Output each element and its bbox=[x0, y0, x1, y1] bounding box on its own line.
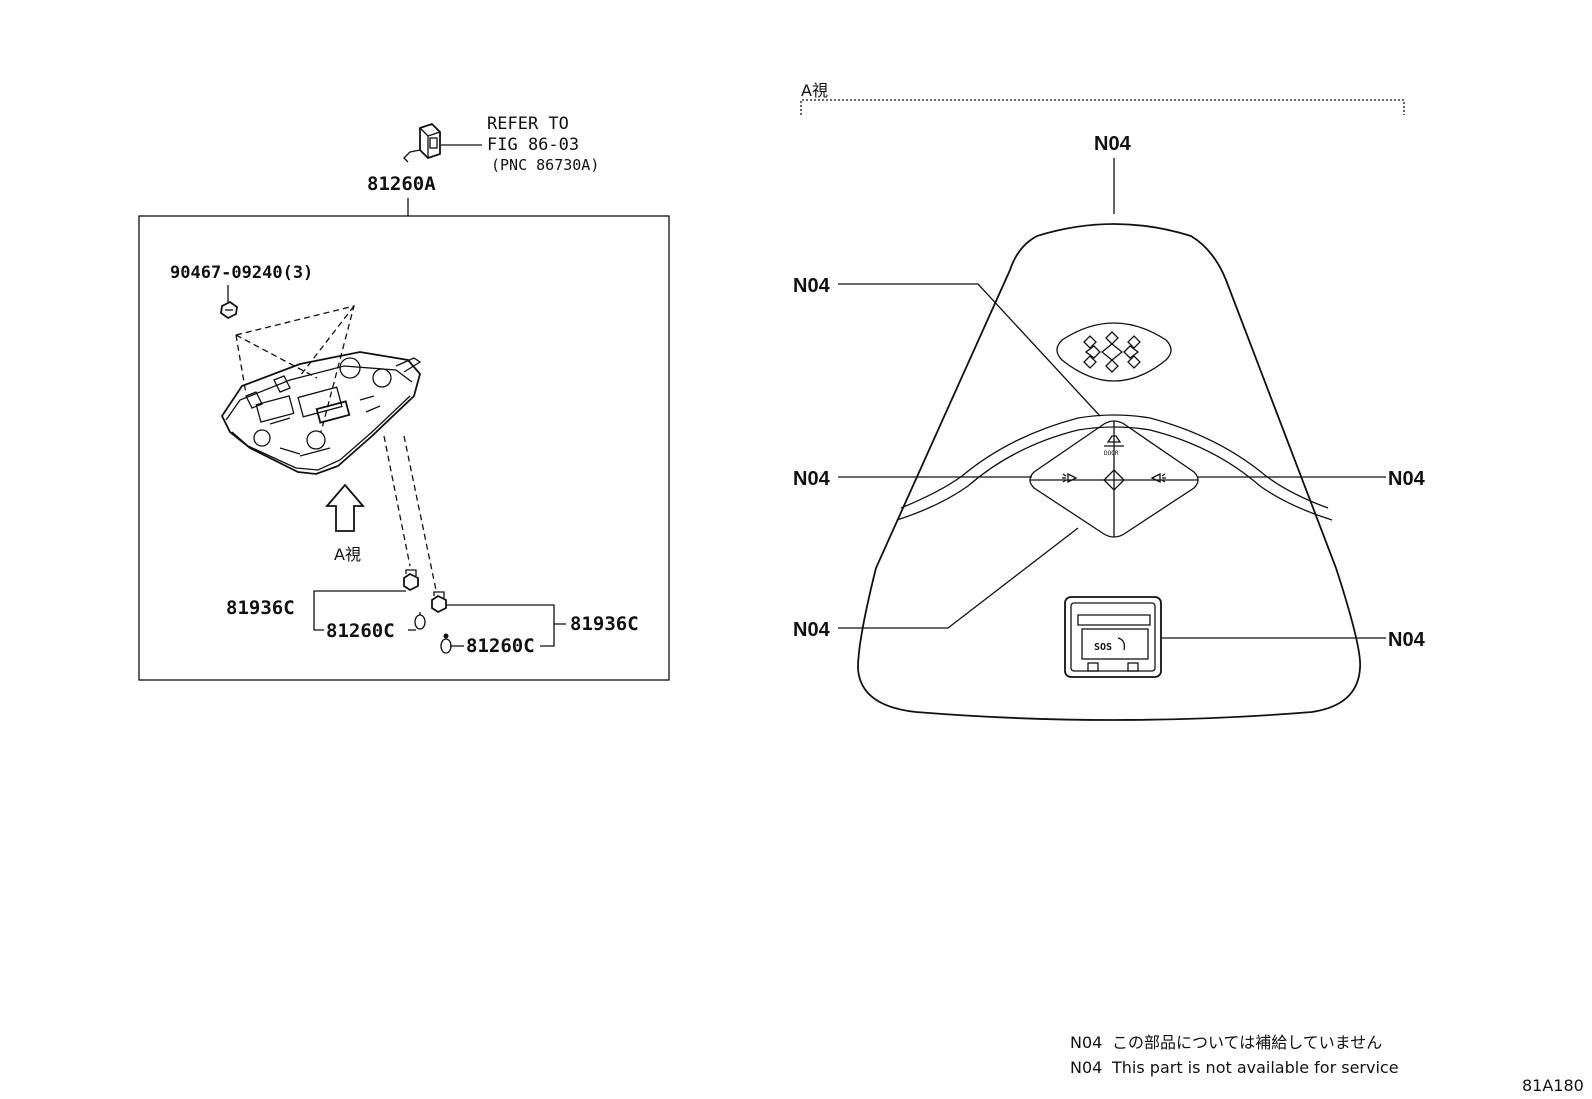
refer-line-1: REFER TO bbox=[487, 114, 569, 134]
figure-code: 81A180 bbox=[1522, 1076, 1584, 1095]
view-a-arrow bbox=[325, 483, 365, 532]
callout-n04-top: N04 bbox=[1094, 133, 1132, 155]
cross-keypad-icon bbox=[1083, 331, 1141, 373]
left-bulb-icon bbox=[414, 612, 426, 630]
reference-module-icon bbox=[403, 122, 441, 163]
right-panel: A視 bbox=[793, 81, 1426, 721]
callout-leaders bbox=[838, 158, 1386, 639]
assembly-part-label: 81260A bbox=[367, 173, 436, 195]
right-map-lamp-icon bbox=[1150, 472, 1166, 484]
assembly-bracket-box bbox=[138, 215, 670, 681]
door-button-text: DOOR bbox=[1104, 450, 1119, 457]
left-map-lamp-icon bbox=[1062, 472, 1078, 484]
view-title: A視 bbox=[801, 81, 828, 100]
view-a-arrow-label: A視 bbox=[334, 545, 361, 564]
callout-n04-mid-left: N04 bbox=[793, 468, 831, 490]
view-dimension-bracket bbox=[800, 99, 1405, 115]
left-bulb-bracket bbox=[313, 610, 324, 631]
sos-module: SOS bbox=[1064, 596, 1162, 678]
right-socket-bracket bbox=[446, 604, 566, 625]
overhead-console-lamp bbox=[220, 351, 422, 475]
callout-n04-lower-left: N04 bbox=[793, 619, 831, 641]
note-2-text: This part is not available for service bbox=[1111, 1058, 1399, 1077]
note-1-code: N04 bbox=[1070, 1033, 1102, 1052]
screw-path-lines bbox=[235, 305, 355, 433]
left-bulb-label: 81260C bbox=[326, 620, 395, 642]
left-socket-icon bbox=[403, 569, 419, 592]
right-bulb-label: 81260C bbox=[466, 635, 535, 657]
right-bulb-icon bbox=[440, 633, 452, 654]
right-bulb-bracket bbox=[540, 624, 555, 647]
sos-arrow-icon bbox=[1117, 637, 1126, 651]
refer-line-2: FIG 86-03 bbox=[487, 135, 579, 155]
left-socket-label: 81936C bbox=[226, 597, 295, 619]
note-2-code: N04 bbox=[1070, 1058, 1102, 1077]
left-panel: REFER TO FIG 86-03 (PNC 86730A) 81260A 9… bbox=[138, 114, 670, 681]
screw-part-label: 90467-09240(3) bbox=[170, 263, 313, 283]
screw-icon bbox=[220, 300, 238, 320]
sos-button-text: SOS bbox=[1094, 642, 1112, 653]
right-socket-label: 81936C bbox=[570, 613, 639, 635]
note-1-text: この部品については補給していません bbox=[1112, 1033, 1382, 1052]
right-socket-icon bbox=[431, 591, 447, 614]
refer-line-3: (PNC 86730A) bbox=[491, 156, 599, 174]
footnotes: N04 この部品については補給していません N04 This part is n… bbox=[1070, 1033, 1399, 1077]
lamp-switch-cluster: DOOR bbox=[1029, 420, 1199, 538]
left-socket-bracket bbox=[313, 590, 406, 610]
door-lamp-icon bbox=[1104, 435, 1124, 447]
upper-switch-panel bbox=[1056, 322, 1172, 382]
callout-n04-upper-left: N04 bbox=[793, 275, 831, 297]
callout-n04-lower-right: N04 bbox=[1388, 629, 1426, 651]
callout-n04-mid-right: N04 bbox=[1388, 468, 1426, 490]
socket-path-lines bbox=[383, 435, 437, 591]
